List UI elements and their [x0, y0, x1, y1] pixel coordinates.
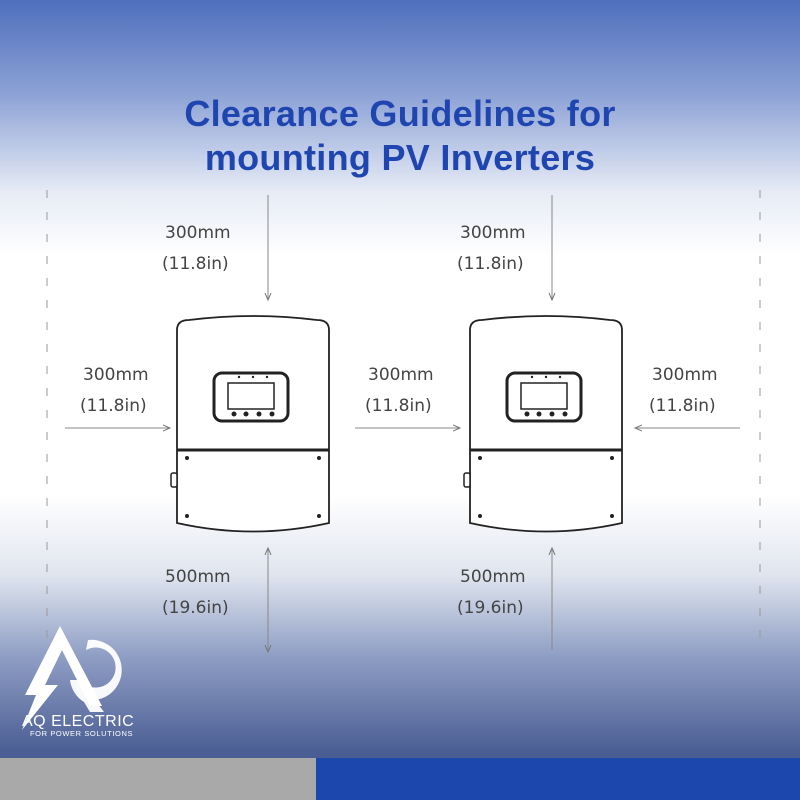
label-bottom-left: 500mm (19.6in) — [162, 567, 231, 618]
label-mm: 300mm — [460, 223, 526, 243]
label-side-middle: 300mm (11.8in) — [365, 365, 434, 416]
label-side-left: 300mm (11.8in) — [80, 365, 149, 416]
label-mm: 500mm — [165, 567, 231, 587]
label-mm: 300mm — [165, 223, 231, 243]
footer-strip-blue — [316, 758, 800, 800]
inverter-right — [463, 315, 623, 533]
label-side-right: 300mm (11.8in) — [649, 365, 718, 416]
title-line-2: mounting PV Inverters — [204, 137, 596, 178]
label-top-left: 300mm (11.8in) — [162, 223, 231, 274]
label-in: (11.8in) — [365, 396, 432, 416]
title-line-1: Clearance Guidelines for — [184, 93, 616, 134]
label-in: (11.8in) — [649, 396, 716, 416]
label-in: (19.6in) — [162, 598, 229, 618]
inverter-left — [170, 315, 330, 533]
label-in: (19.6in) — [457, 598, 524, 618]
label-bottom-right: 500mm (19.6in) — [457, 567, 526, 618]
footer-strip-gray — [0, 758, 316, 800]
label-mm: 300mm — [368, 365, 434, 385]
label-mm: 300mm — [83, 365, 149, 385]
label-top-right: 300mm (11.8in) — [457, 223, 526, 274]
label-mm: 300mm — [652, 365, 718, 385]
label-mm: 500mm — [460, 567, 526, 587]
label-in: (11.8in) — [162, 254, 229, 274]
logo-name: AQ ELECTRIC — [22, 713, 135, 730]
page-title: Clearance Guidelines for mounting PV Inv… — [0, 92, 800, 180]
logo-tagline: FOR POWER SOLUTIONS — [30, 729, 134, 738]
label-in: (11.8in) — [80, 396, 147, 416]
label-in: (11.8in) — [457, 254, 524, 274]
aq-logo-icon — [22, 626, 122, 730]
